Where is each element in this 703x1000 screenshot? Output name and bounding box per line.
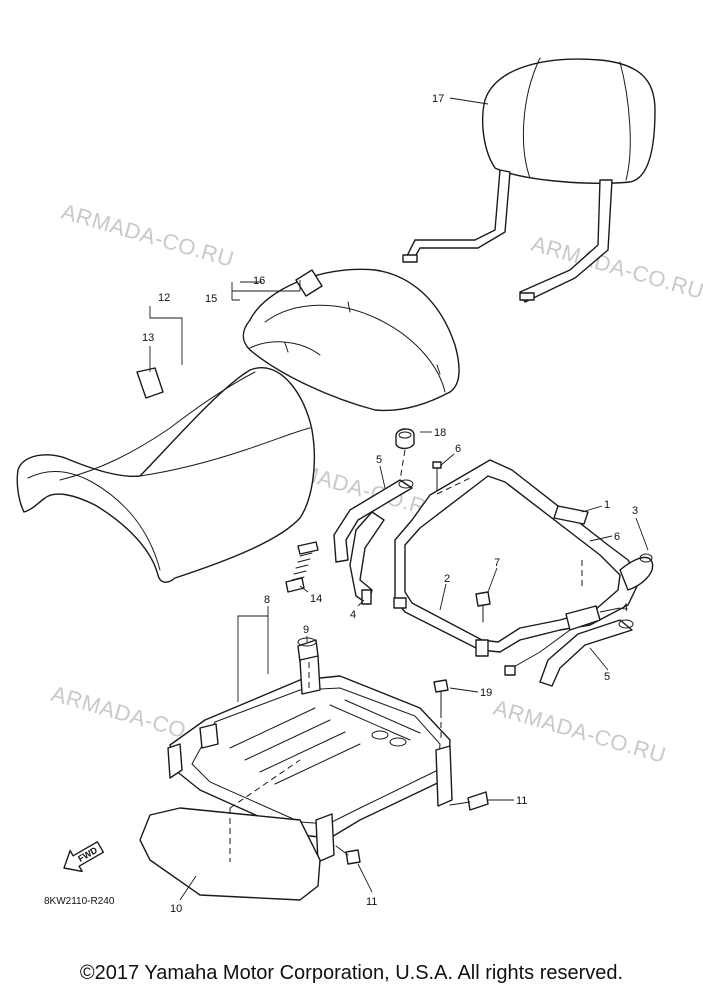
leader-4-upper xyxy=(357,599,365,607)
callout-17: 17 xyxy=(432,93,444,105)
watermark-top-right: ARMADA-CO.RU xyxy=(529,231,703,304)
leader-14 xyxy=(299,585,309,593)
callout-18: 18 xyxy=(434,427,446,439)
frame-part-2[interactable] xyxy=(393,459,641,657)
watermark-bottom-right: ARMADA-CO.RU xyxy=(491,695,669,768)
leader-7 xyxy=(487,567,498,593)
callout-9: 9 xyxy=(303,624,309,636)
callout-16: 16 xyxy=(253,275,265,287)
backrest-part-17[interactable] xyxy=(402,57,656,303)
handle-part-3[interactable] xyxy=(619,553,654,591)
copyright-notice: ©2017 Yamaha Motor Corporation, U.S.A. A… xyxy=(79,962,624,984)
bolt-part-11-bottom[interactable] xyxy=(335,845,361,865)
callout-10: 10 xyxy=(170,903,182,915)
callout-15: 15 xyxy=(205,293,217,305)
callout-11-right: 11 xyxy=(516,795,527,807)
leader-19 xyxy=(449,687,479,693)
watermark-top-left: ARMADA-CO.RU xyxy=(59,199,237,272)
leader-12 xyxy=(149,306,183,365)
callout-14: 14 xyxy=(310,593,322,605)
pin-part-6-upper[interactable] xyxy=(432,461,442,495)
rear-seat-damper-part-18[interactable] xyxy=(395,428,415,450)
plate-part-10[interactable] xyxy=(139,759,321,901)
bolt-part-11-right[interactable] xyxy=(449,791,489,811)
leader-5-upper xyxy=(379,465,386,489)
callout-7: 7 xyxy=(494,557,500,569)
sleeve-part-4-lower[interactable] xyxy=(504,605,601,676)
leader-2 xyxy=(439,583,447,611)
diagram-code: 8KW2110-R240 xyxy=(44,896,115,907)
leader-6-upper xyxy=(439,453,455,467)
bolt-part-19[interactable] xyxy=(433,679,449,713)
rear-seat-part-15[interactable] xyxy=(242,268,460,412)
leader-1 xyxy=(581,505,603,513)
callout-13: 13 xyxy=(142,332,154,344)
callout-19: 19 xyxy=(480,687,492,699)
callout-8: 8 xyxy=(264,594,270,606)
callout-11-bottom: 11 xyxy=(366,896,377,908)
leader-6-right xyxy=(589,535,613,542)
callout-5-lower: 5 xyxy=(604,671,610,683)
leader-10 xyxy=(179,875,197,901)
callout-5-upper: 5 xyxy=(376,454,382,466)
callout-4-lower: 4 xyxy=(622,602,628,614)
leader-3 xyxy=(635,517,649,551)
callout-6-upper: 6 xyxy=(455,443,461,455)
spring-part-14[interactable] xyxy=(285,541,319,593)
tube-part-5-upper[interactable] xyxy=(333,479,414,563)
leader-4-lower xyxy=(599,607,621,613)
callout-3: 3 xyxy=(632,505,638,517)
sleeve-part-4-upper[interactable] xyxy=(349,511,385,605)
seat-frame-part-8[interactable] xyxy=(167,655,453,863)
fwd-arrow-icon: FWD xyxy=(63,841,105,873)
tube-part-5-lower[interactable] xyxy=(539,619,634,687)
label-part-1[interactable] xyxy=(553,505,589,525)
bolt-part-7[interactable] xyxy=(475,591,491,623)
assembly-line-18 xyxy=(399,449,406,481)
leader-15-16 xyxy=(231,280,301,301)
callout-4-upper: 4 xyxy=(350,609,356,621)
leader-8 xyxy=(237,606,269,702)
callout-1: 1 xyxy=(604,499,610,511)
leader-17 xyxy=(449,97,489,105)
rear-seat-tag-16 xyxy=(295,269,323,297)
callout-12: 12 xyxy=(158,292,170,304)
leader-5-lower xyxy=(589,647,609,671)
assembly-line-6 xyxy=(436,477,471,495)
callout-6-right: 6 xyxy=(614,531,620,543)
callout-2: 2 xyxy=(444,573,450,585)
front-seat-tag-13 xyxy=(136,367,164,399)
front-seat-part-12[interactable] xyxy=(16,367,316,583)
leader-11-bottom xyxy=(357,863,373,893)
